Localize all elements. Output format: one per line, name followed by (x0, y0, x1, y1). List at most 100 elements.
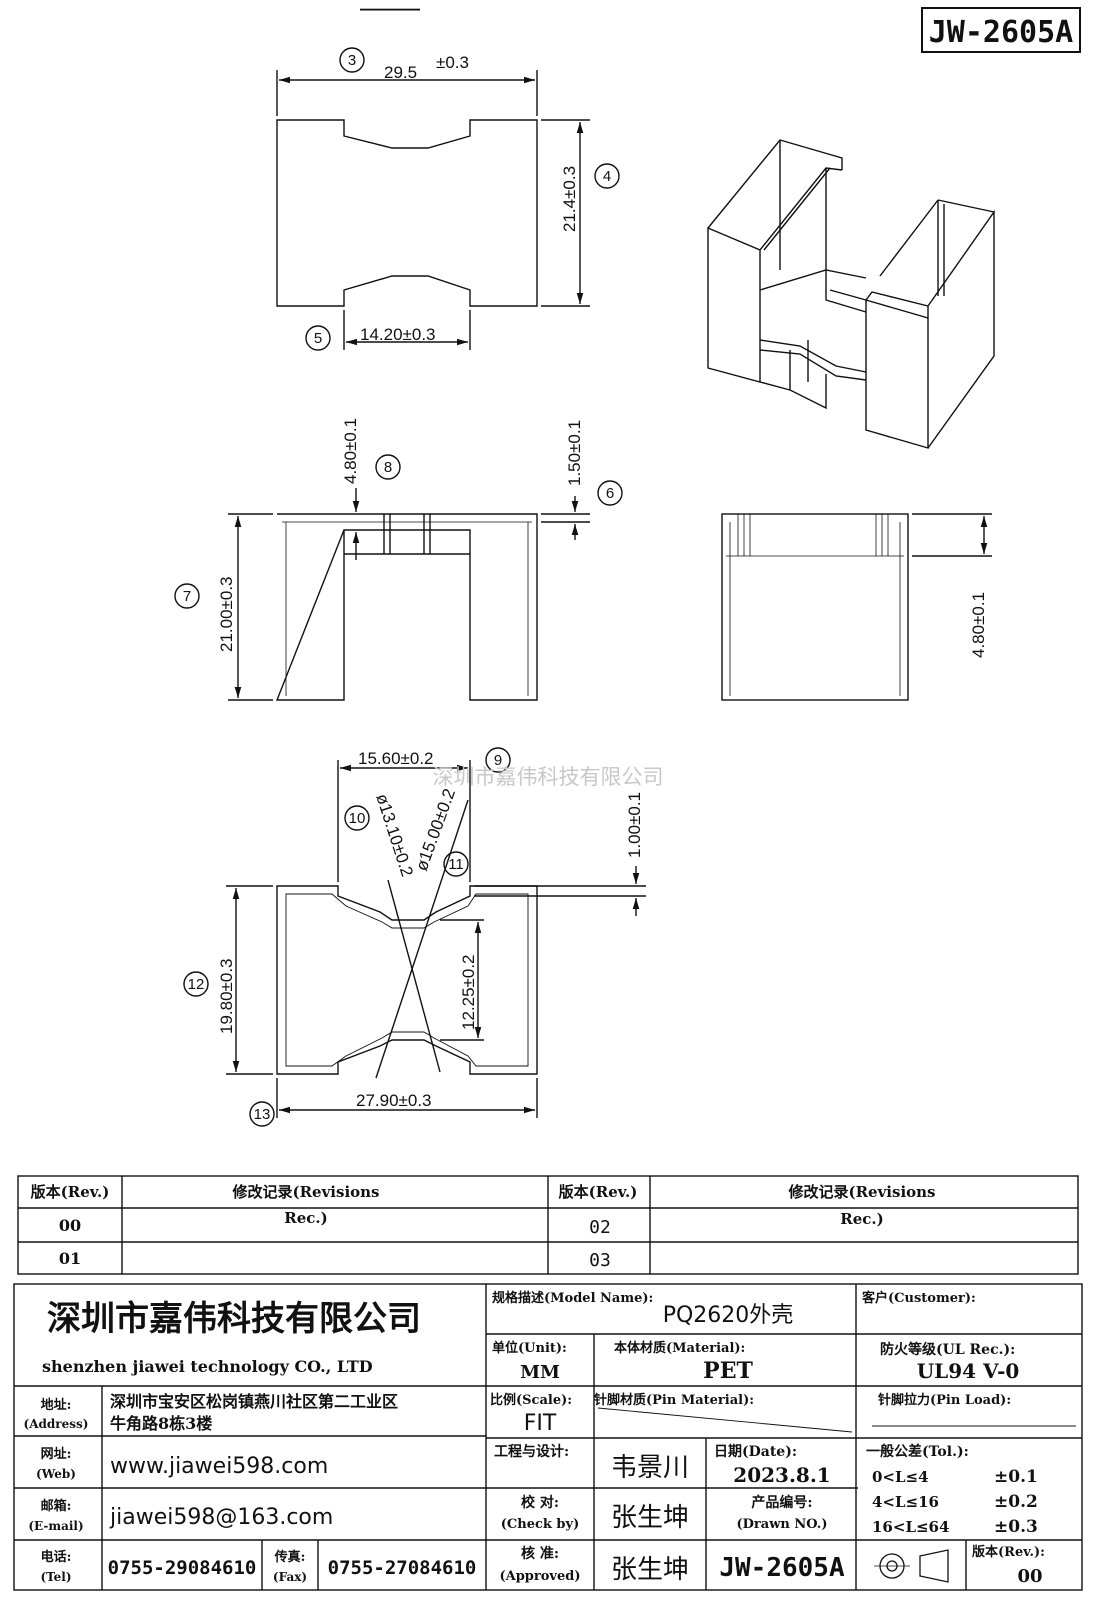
drawing-no-header: JW-2605A (929, 15, 1074, 50)
balloon-7: 7 (183, 588, 191, 605)
drawn-label: 产品编号: (751, 1494, 812, 1511)
bottom-top-dim: 15.60±0.2 (358, 749, 434, 768)
material-label: 本体材质(Material): (614, 1340, 745, 1356)
address-line1: 深圳市宝安区松岗镇燕川社区第二工业区 (110, 1392, 398, 1411)
top-gap-dim: 14.20±0.3 (360, 325, 436, 344)
rev-col-right: 版本(Rev.) (559, 1183, 638, 1201)
tol-value-0: ±0.1 (994, 1467, 1038, 1487)
drawn-label-en: (Drawn NO.) (737, 1517, 828, 1532)
rev-00: 00 (59, 1216, 81, 1235)
top-view (276, 47, 620, 351)
front-slot-dim: 4.80±0.1 (341, 418, 360, 484)
balloon-9: 9 (494, 752, 502, 769)
bottom-rib-dim: 1.00±0.1 (625, 792, 644, 858)
email-label-en: (E-mail) (28, 1519, 83, 1533)
header: ______ JW-2605A (360, 0, 1081, 53)
tol-range-0: 0<L≤4 (872, 1468, 929, 1486)
tol-range-1: 4<L≤16 (872, 1493, 939, 1511)
web: www.jiawei598.com (110, 1454, 328, 1479)
balloon-8: 8 (384, 459, 392, 476)
balloon-4: 4 (603, 168, 611, 185)
record-col-right-2: Rec.) (840, 1210, 883, 1228)
approve-label: 核 准: (521, 1545, 559, 1562)
front-rib-dim: 1.50±0.1 (565, 420, 584, 486)
tol-range-2: 16<L≤64 (872, 1518, 949, 1536)
rev-value: 00 (1017, 1566, 1042, 1587)
tol-label: 一般公差(Tol.): (866, 1443, 969, 1460)
rev-02: 02 (589, 1217, 611, 1238)
scale-label: 比例(Scale): (490, 1392, 572, 1408)
balloon-11: 11 (448, 856, 464, 873)
email: jiawei598@163.com (109, 1505, 333, 1530)
ul: UL94 V-0 (917, 1359, 1020, 1383)
checker: 张生坤 (611, 1503, 689, 1533)
unit-label: 单位(Unit): (492, 1340, 567, 1356)
tel-label-en: (Tel) (40, 1570, 71, 1584)
scale: FIT (524, 1411, 557, 1436)
fax-label-en: (Fax) (273, 1570, 307, 1584)
revision-table (17, 1175, 1079, 1275)
isometric-view (707, 139, 995, 449)
balloon-10: 10 (349, 810, 366, 827)
tel: 0755-29084610 (108, 1557, 257, 1579)
bottom-inner-dim: 12.25±0.2 (459, 954, 478, 1030)
balloon-6: 6 (606, 485, 614, 502)
material: PET (703, 1358, 753, 1384)
bottom-d1-dim: ø13.10±0.2 (372, 791, 417, 879)
side-view (721, 513, 992, 701)
date: 2023.8.1 (733, 1463, 830, 1487)
tol-value-1: ±0.2 (994, 1492, 1038, 1512)
ul-label: 防火等级(UL Rec.): (880, 1341, 1015, 1358)
web-label: 网址: (41, 1446, 72, 1462)
tel-label: 电话: (41, 1549, 72, 1565)
unit: MM (520, 1362, 560, 1383)
design-label: 工程与设计: (494, 1443, 569, 1460)
top-height-dim: 21.4±0.3 (560, 166, 579, 232)
front-height-dim: 21.00±0.3 (217, 576, 236, 652)
top-width-dim: 29.5 (384, 63, 417, 82)
svg-text:______: ______ (360, 0, 420, 11)
balloon-3: 3 (348, 52, 356, 69)
watermark: 深圳市嘉伟科技有限公司 (433, 765, 664, 789)
rev-03: 03 (589, 1250, 611, 1271)
balloon-5: 5 (314, 330, 322, 347)
tol-value-2: ±0.3 (994, 1517, 1038, 1537)
record-col-right: 修改记录(Revisions (787, 1183, 935, 1201)
rev-col-left: 版本(Rev.) (31, 1183, 110, 1201)
pin-material-label: 针脚材质(Pin Material): (593, 1392, 754, 1408)
check-label-en: (Check by) (501, 1517, 579, 1532)
rev-01: 01 (59, 1249, 81, 1268)
balloon-12: 12 (188, 976, 205, 993)
balloon-13: 13 (254, 1106, 271, 1123)
designer: 韦景川 (611, 1453, 689, 1483)
company-en: shenzhen jiawei technology CO., LTD (42, 1357, 373, 1376)
bottom-view (183, 747, 646, 1127)
pin-load-label: 针脚拉力(Pin Load): (877, 1392, 1011, 1408)
date-label: 日期(Date): (714, 1444, 797, 1460)
fax: 0755-27084610 (328, 1557, 477, 1579)
customer-label: 客户(Customer): (862, 1290, 976, 1306)
model-label: 规格描述(Model Name): (492, 1290, 653, 1306)
front-view (174, 454, 623, 701)
bottom-width-dim: 27.90±0.3 (356, 1091, 432, 1110)
address-label: 地址: (41, 1397, 72, 1413)
drawing-no: JW-2605A (719, 1553, 845, 1583)
address-label-en: (Address) (24, 1417, 89, 1431)
approve-label-en: (Approved) (499, 1569, 580, 1584)
address-line2: 牛角路8栋3楼 (110, 1414, 212, 1433)
drawing-no-box (921, 7, 1081, 53)
email-label: 邮箱: (41, 1498, 72, 1514)
record-col-left-2: Rec.) (284, 1209, 327, 1227)
fax-label: 传真: (274, 1549, 306, 1565)
projection-symbol-icon (874, 1549, 949, 1583)
model: PQ2620外壳 (663, 1303, 794, 1328)
rev-label: 版本(Rev.): (972, 1544, 1045, 1560)
title-block (13, 1283, 1083, 1591)
record-col-left: 修改记录(Revisions (231, 1183, 379, 1201)
top-width-tol: ±0.3 (436, 53, 469, 72)
web-label-en: (Web) (36, 1467, 76, 1481)
side-slot-dim: 4.80±0.1 (969, 592, 988, 658)
company-cn: 深圳市嘉伟科技有限公司 (47, 1299, 421, 1339)
check-label: 校 对: (521, 1494, 559, 1511)
